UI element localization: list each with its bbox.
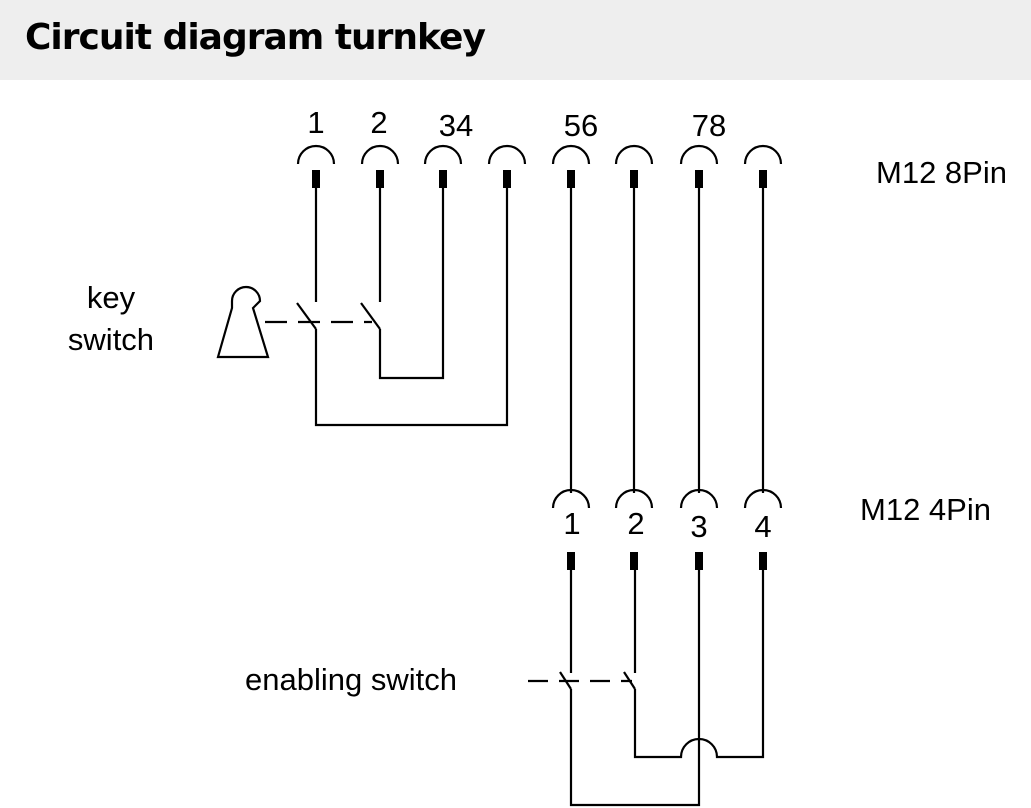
pin8-6-terminal <box>630 170 638 188</box>
key-switch-label-line1: key <box>87 280 136 315</box>
pin4-3-terminal <box>695 552 703 570</box>
pin-label-1: 1 <box>307 105 324 140</box>
pin4-1-socket <box>551 488 591 509</box>
pin8-5-terminal <box>567 170 575 188</box>
pin4-label-2: 2 <box>627 506 644 541</box>
pin8-2-terminal <box>376 170 384 188</box>
key-switch-contact-2 <box>360 302 381 330</box>
key-switch-contact-1 <box>296 302 317 330</box>
key-switch-wiring <box>314 188 509 427</box>
enabling-switch-contact-2 <box>623 671 636 690</box>
interconnect-wiring <box>569 188 765 493</box>
pin8-8-terminal <box>759 170 767 188</box>
pin8-2-socket <box>360 144 400 165</box>
pin-label-56: 56 <box>564 108 598 143</box>
pin4-1-terminal <box>567 552 575 570</box>
pin8-7-socket <box>679 144 719 165</box>
pin8-5-socket <box>551 144 591 165</box>
key-switch-label-line2: switch <box>68 322 154 357</box>
pin4-label-1: 1 <box>563 506 580 541</box>
connector-4pin <box>551 488 783 570</box>
pin4-4-socket <box>743 488 783 509</box>
pin8-8-socket <box>743 144 783 165</box>
keyhole-icon <box>216 285 270 359</box>
pin8-3-terminal <box>439 170 447 188</box>
pin8-1-terminal <box>312 170 320 188</box>
enabling-switch-wiring <box>569 570 765 807</box>
enabling-switch-label: enabling switch <box>245 662 457 697</box>
pin8-1-socket <box>296 144 336 165</box>
pin8-3-socket <box>423 144 463 165</box>
connector-8pin-label: M12 8Pin <box>876 155 1007 190</box>
page-title: Circuit diagram turnkey <box>25 17 486 58</box>
pin4-label-4: 4 <box>754 509 771 544</box>
pin4-4-terminal <box>759 552 767 570</box>
pin4-2-socket <box>614 488 654 509</box>
pin8-4-socket <box>487 144 527 165</box>
pin4-2-terminal <box>630 552 638 570</box>
pin8-7-terminal <box>695 170 703 188</box>
pin4-3-socket <box>679 488 719 509</box>
header-bar: Circuit diagram turnkey <box>0 0 1031 80</box>
pin8-6-socket <box>614 144 654 165</box>
pin8-4-terminal <box>503 170 511 188</box>
pin-label-2: 2 <box>370 105 387 140</box>
pin4-label-3: 3 <box>690 509 707 544</box>
pin-label-34: 34 <box>439 108 473 143</box>
connector-4pin-label: M12 4Pin <box>860 492 991 527</box>
enabling-switch-contact-1 <box>559 671 572 690</box>
connector-8pin <box>296 144 783 188</box>
pin-label-78: 78 <box>692 108 726 143</box>
